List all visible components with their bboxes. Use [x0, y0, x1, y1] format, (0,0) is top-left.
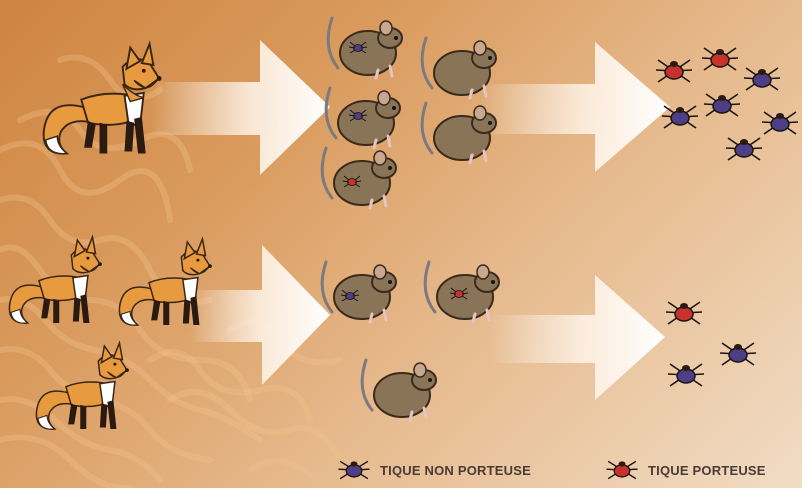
fox-icon	[8, 234, 102, 324]
tick-carrier-icon	[606, 460, 638, 480]
tick-non-carrier-icon	[338, 460, 370, 480]
mouse-icon	[420, 101, 497, 165]
legend-non-carrier-label: TIQUE NON PORTEUSE	[380, 462, 531, 478]
tick-icon	[719, 342, 757, 366]
mouse-icon	[360, 358, 437, 422]
tick-icon	[667, 363, 705, 387]
tick-icon	[661, 105, 699, 129]
tick-icon	[665, 301, 703, 325]
arrow-icon	[490, 275, 665, 400]
legend-carrier-label: TIQUE PORTEUSE	[648, 462, 766, 478]
fox-icon	[42, 40, 162, 155]
mouse-icon	[420, 36, 497, 100]
tick-icon	[655, 59, 693, 83]
tick-icon	[703, 93, 741, 117]
tick-icon	[701, 47, 739, 71]
legend-carrier: TIQUE PORTEUSE	[604, 458, 766, 482]
arrow-icon	[150, 40, 330, 175]
tick-icon	[743, 67, 781, 91]
mouse-icon	[320, 260, 397, 324]
arrow-icon	[480, 42, 670, 172]
mouse-icon	[326, 16, 403, 80]
mouse-icon	[320, 146, 397, 210]
mouse-icon	[423, 260, 500, 324]
mouse-icon	[324, 86, 401, 150]
fox-icon	[35, 340, 129, 430]
arrow-icon	[190, 245, 330, 385]
tick-icon	[725, 137, 763, 161]
legend-non-carrier: TIQUE NON PORTEUSE	[336, 458, 531, 482]
fox-icon	[118, 236, 212, 326]
tick-icon	[761, 111, 799, 135]
